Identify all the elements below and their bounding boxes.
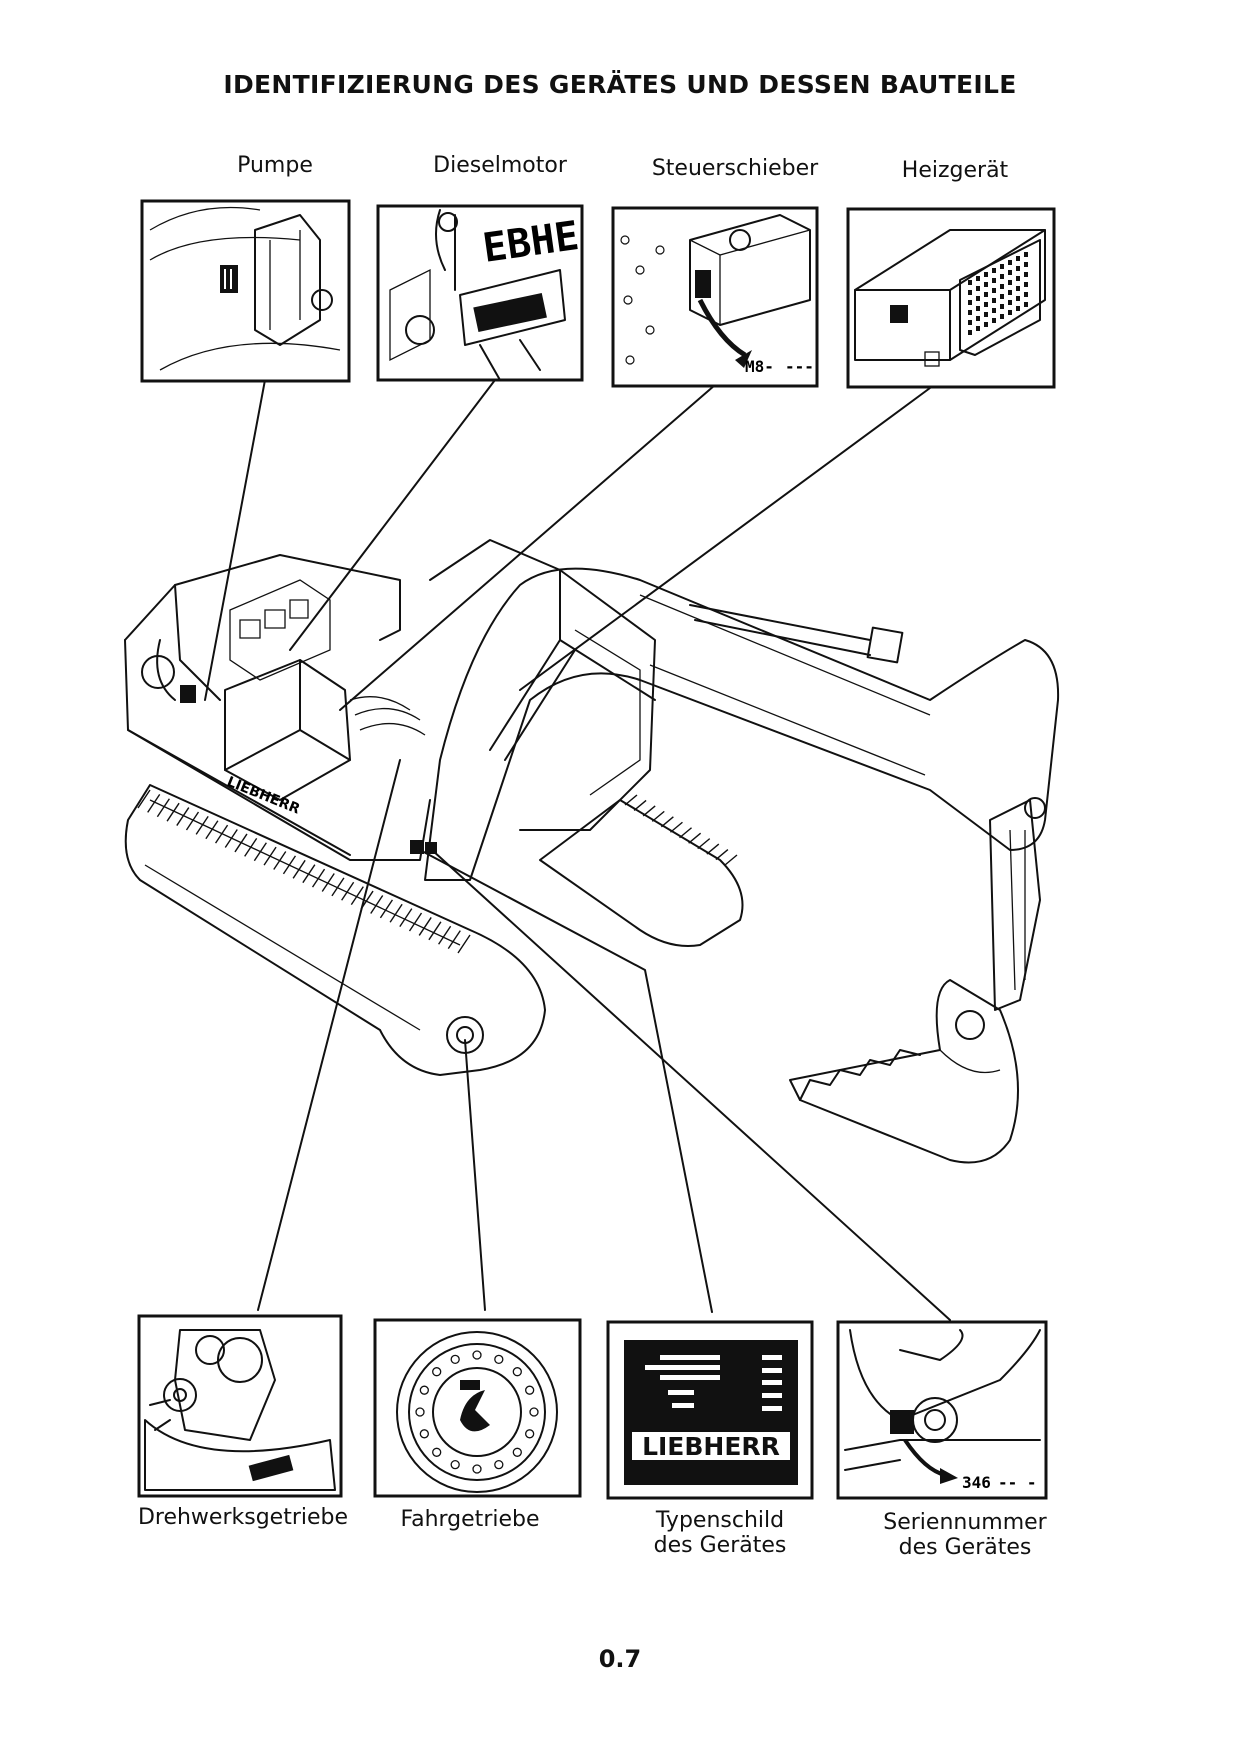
m8-dashes: ---	[785, 357, 814, 376]
plate-brand-text: LIEBHERR	[642, 1432, 780, 1461]
detail-box-heizgeraet	[846, 207, 1056, 389]
pump-plate-marker	[180, 685, 196, 703]
detail-box-pumpe	[140, 199, 351, 383]
detail-box-fahrgetriebe	[373, 1318, 582, 1498]
m8-text: M8-	[745, 357, 774, 376]
label-typenschild: Typenschild des Gerätes	[630, 1508, 810, 1558]
label-drehwerksgetriebe: Drehwerksgetriebe	[137, 1505, 349, 1530]
label-seriennummer: Seriennummer des Gerätes	[870, 1510, 1060, 1560]
label-seriennummer-line2: des Gerätes	[898, 1535, 1032, 1560]
page-number: 0.7	[598, 1645, 642, 1673]
label-seriennummer-line1: Seriennummer	[883, 1510, 1047, 1535]
upper-carriage: LIEBHERR	[124, 539, 656, 861]
leader-lines	[204, 379, 951, 1321]
stick-and-bucket	[789, 797, 1046, 1164]
detail-box-dieselmotor: EBHE	[376, 204, 584, 382]
leader-dieselmotor	[289, 379, 496, 651]
serial-text: 346	[962, 1473, 991, 1492]
detail-box-seriennummer: 346 -- -	[836, 1320, 1048, 1500]
leader-heizgeraet	[519, 387, 931, 691]
label-pumpe: Pumpe	[237, 153, 313, 178]
brand-cab-text: LIEBHERR	[225, 774, 303, 818]
detail-box-steuerschieber: M8- ---	[611, 206, 819, 388]
track-front	[124, 784, 546, 1076]
detail-box-drehwerksgetriebe	[137, 1314, 343, 1498]
leader-steuerschieber	[339, 384, 716, 711]
page-title: IDENTIFIZIERUNG DES GERÄTES UND DESSEN B…	[223, 70, 1017, 99]
leader-pumpe	[204, 379, 266, 701]
label-typenschild-line2: des Gerätes	[653, 1533, 787, 1558]
excavator-drawing: LIEBHERR	[124, 539, 1060, 1164]
leader-typenschild	[419, 849, 713, 1313]
label-heizgeraet: Heizgerät	[901, 158, 1009, 183]
serial-dashes: -- -	[998, 1473, 1037, 1492]
leader-seriennummer	[431, 849, 951, 1321]
track-rear	[539, 794, 744, 947]
boom	[424, 567, 1060, 881]
label-typenschild-line1: Typenschild	[655, 1508, 785, 1533]
leader-fahrgetriebe	[464, 1039, 486, 1311]
label-dieselmotor: Dieselmotor	[433, 153, 567, 178]
label-steuerschieber: Steuerschieber	[651, 156, 819, 181]
detail-box-typenschild: LIEBHERR	[606, 1320, 814, 1500]
leader-drehwerksgetriebe	[257, 759, 401, 1311]
label-fahrgetriebe: Fahrgetriebe	[400, 1507, 540, 1532]
